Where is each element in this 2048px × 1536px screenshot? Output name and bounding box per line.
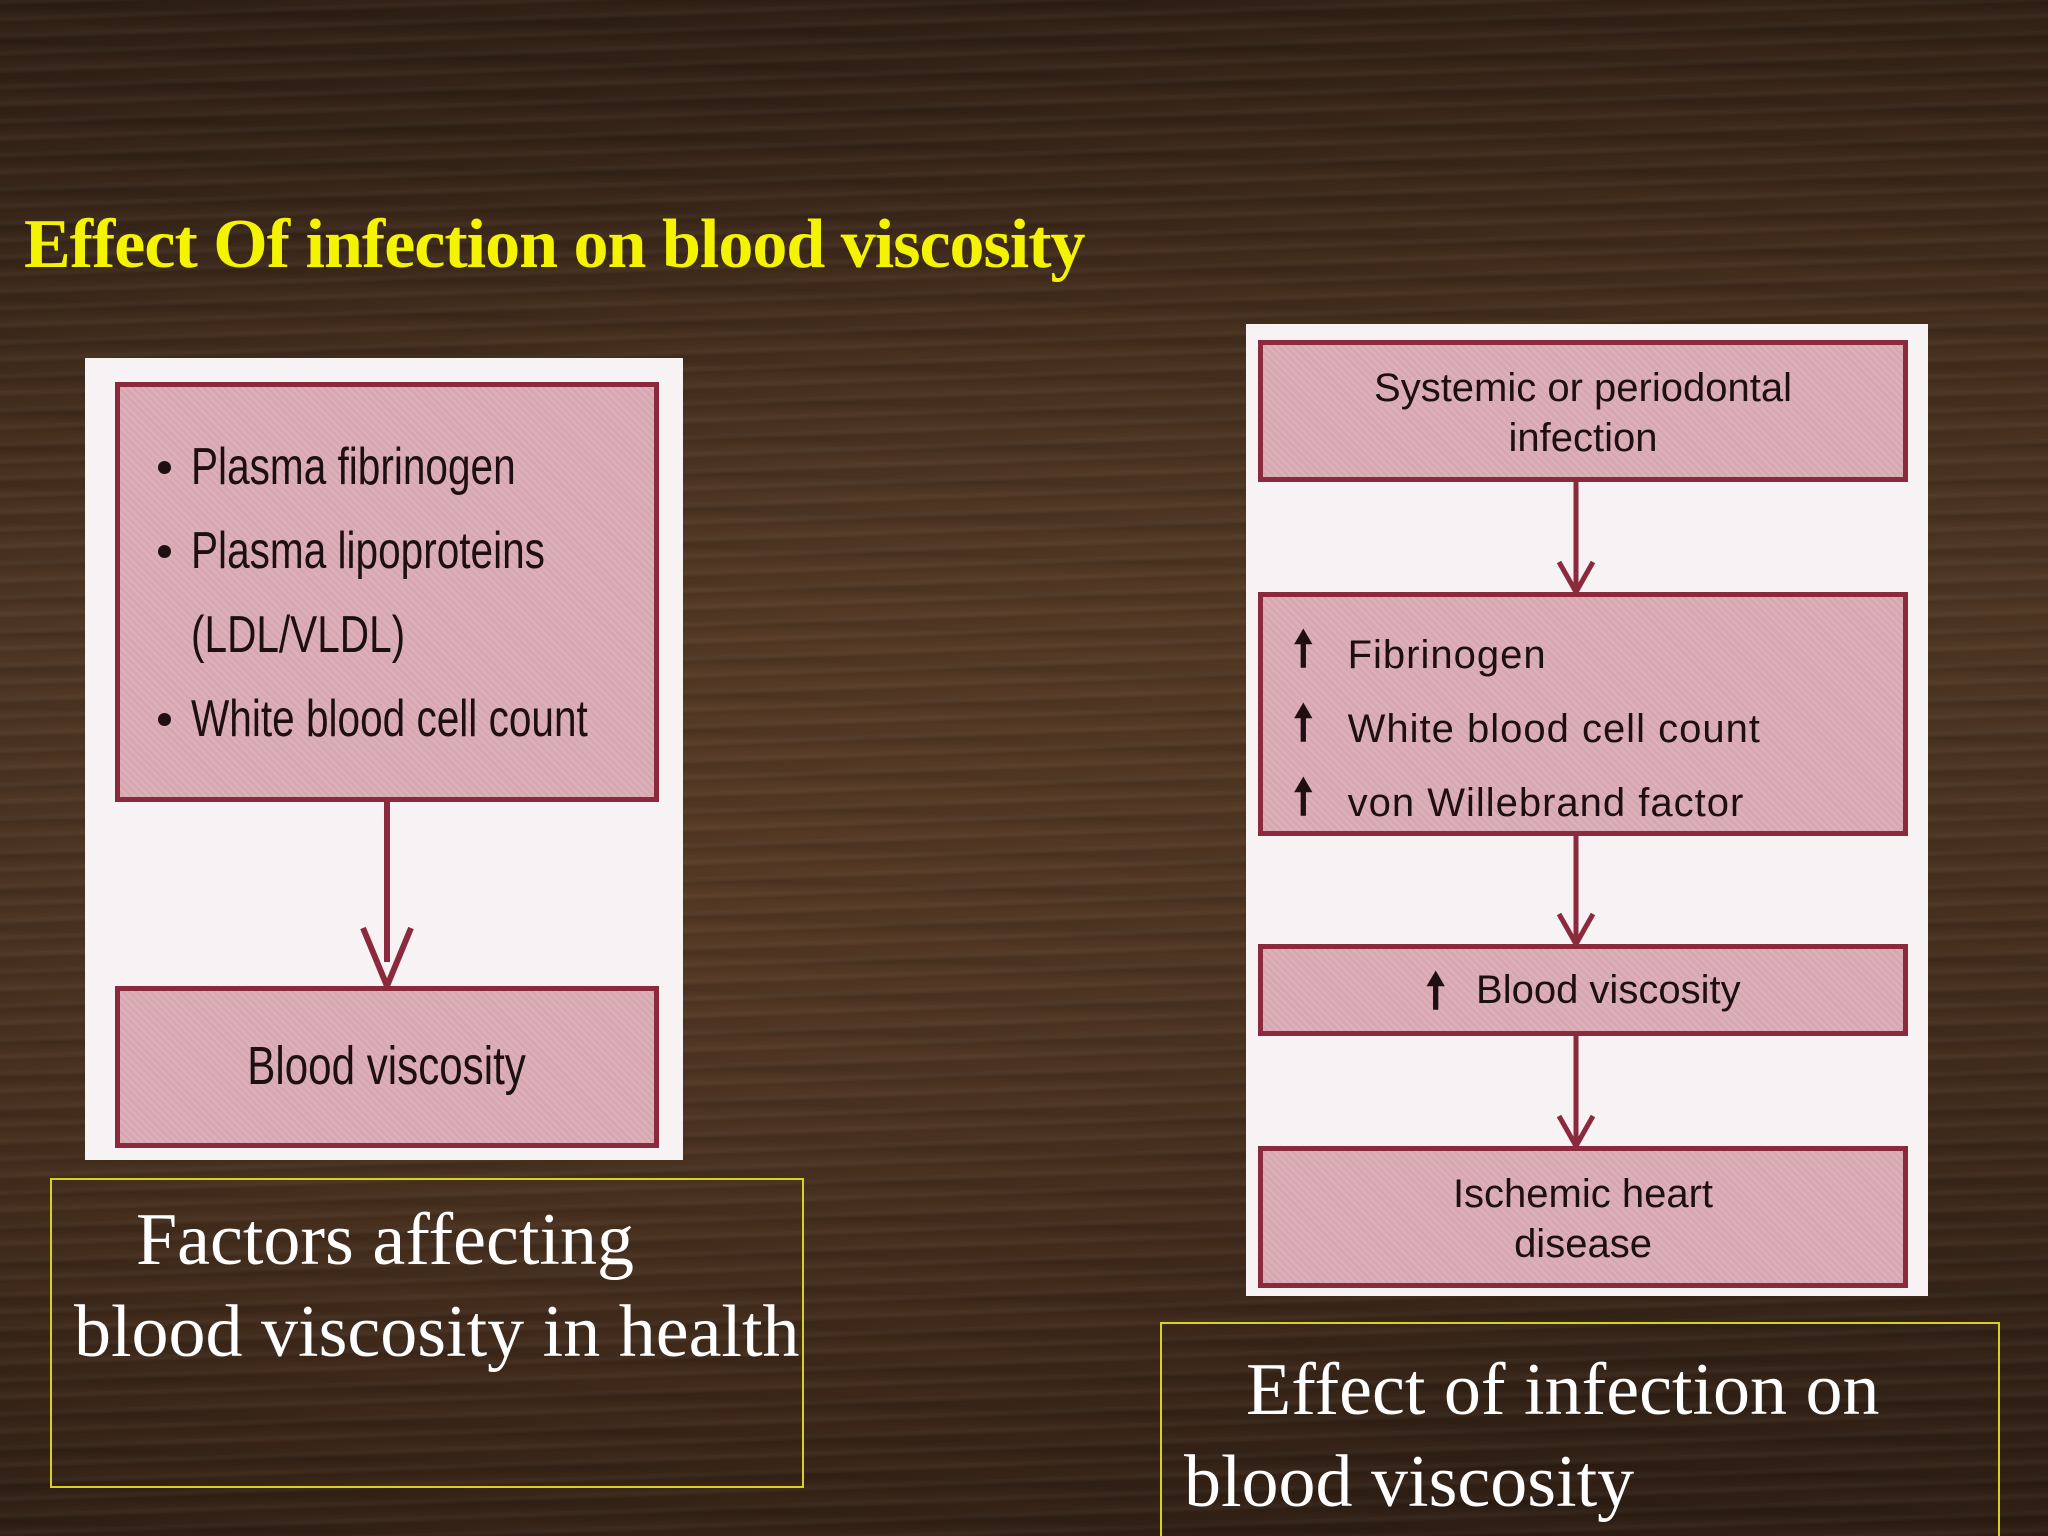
bullet-icon xyxy=(158,461,171,474)
down-arrow-icon xyxy=(1556,1036,1596,1148)
outcome-label-line2: disease xyxy=(1514,1222,1652,1266)
up-arrow-icon: 🠕 xyxy=(1293,623,1314,676)
down-arrow-icon xyxy=(1556,482,1596,594)
caption-right: Effect of infection on blood viscosity xyxy=(1160,1322,2000,1536)
increased-viscosity-box: 🠕 Blood viscosity xyxy=(1258,944,1908,1036)
increased-factors-box: 🠕 Fibrinogen 🠕 White blood cell count 🠕 … xyxy=(1258,592,1908,836)
list-item: White blood cell count xyxy=(158,677,654,761)
up-arrow-icon: 🠕 xyxy=(1293,771,1314,824)
infection-box: Systemic or periodontal infection xyxy=(1258,340,1908,482)
list-item: Plasma lipoproteins xyxy=(158,509,654,593)
bullet-icon xyxy=(158,713,171,726)
up-arrow-icon: 🠕 xyxy=(1293,697,1314,750)
list-item: Plasma fibrinogen xyxy=(158,425,654,509)
outcome-label-line1: Ischemic heart xyxy=(1452,1172,1714,1216)
blood-viscosity-label: Blood viscosity xyxy=(247,1036,527,1096)
factors-list: Plasma fibrinogen Plasma lipoproteins (L… xyxy=(120,387,654,761)
bullet-icon xyxy=(158,545,171,558)
down-arrow-icon xyxy=(360,802,414,988)
ischemic-heart-disease-box: Ischemic heart disease xyxy=(1258,1146,1908,1288)
down-arrow-icon xyxy=(1556,836,1596,946)
caption-left: Factors affecting blood viscosity in hea… xyxy=(50,1178,804,1488)
left-flowchart-panel: Plasma fibrinogen Plasma lipoproteins (L… xyxy=(85,358,683,1160)
infection-label-line2: infection xyxy=(1508,416,1658,460)
list-item-continuation: (LDL/VLDL) xyxy=(191,606,406,664)
blood-viscosity-box: Blood viscosity xyxy=(115,986,659,1148)
factors-box: Plasma fibrinogen Plasma lipoproteins (L… xyxy=(115,382,659,802)
list-item: 🠕 Fibrinogen xyxy=(1293,615,1547,696)
right-flowchart-panel: Systemic or periodontal infection 🠕 Fibr… xyxy=(1246,324,1928,1296)
list-item: 🠕 von Willebrand factor xyxy=(1293,763,1744,844)
up-arrow-icon: 🠕 xyxy=(1425,965,1447,1019)
infection-label-line1: Systemic or periodontal xyxy=(1374,366,1792,410)
slide-title: Effect Of infection on blood viscosity xyxy=(24,206,1086,283)
list-item: 🠕 White blood cell count xyxy=(1293,689,1761,770)
blood-viscosity-label: Blood viscosity xyxy=(1476,968,1741,1012)
